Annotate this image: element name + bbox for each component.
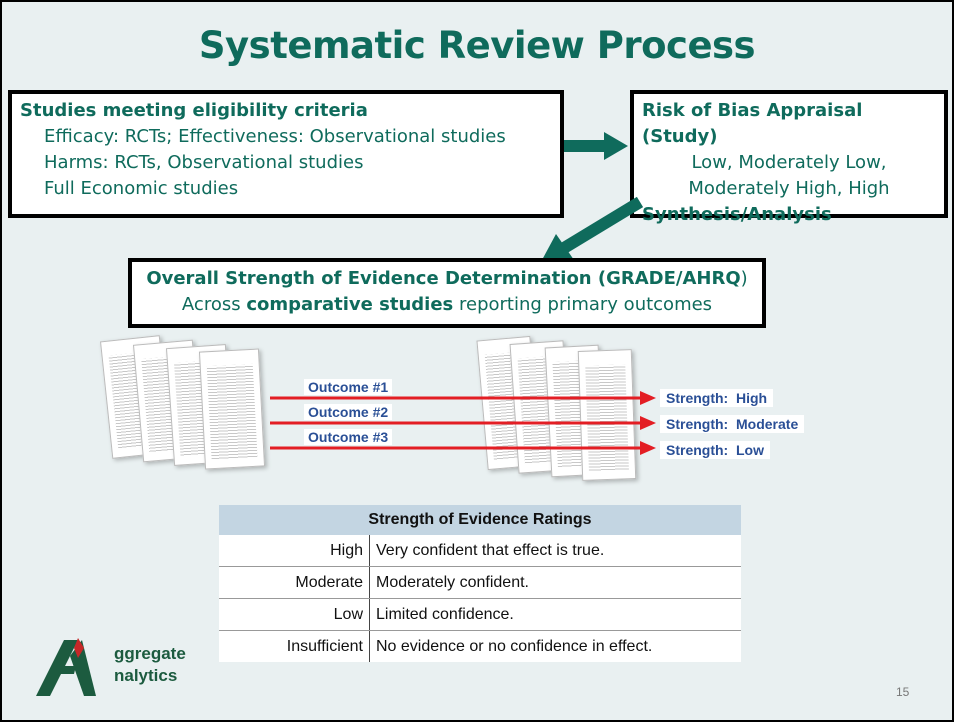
rating-description: No evidence or no confidence in effect. xyxy=(369,630,741,662)
logo-a-icon xyxy=(36,638,96,696)
outcome-label: Outcome #3 xyxy=(304,429,393,445)
grade-heading: Overall Strength of Evidence Determinati… xyxy=(146,268,741,289)
table-row: Insufficient No evidence or no confidenc… xyxy=(219,630,741,662)
logo-text-line: ggregate xyxy=(114,644,186,663)
eligibility-box: Studies meeting eligibility criteria Eff… xyxy=(8,90,564,218)
risk-of-bias-heading: Risk of Bias Appraisal (Study) xyxy=(642,100,863,147)
synthesis-label: Synthesis/Analysis xyxy=(642,204,832,225)
page-number: 15 xyxy=(896,685,910,699)
ratings-table: Strength of Evidence Ratings High Very c… xyxy=(219,505,741,662)
rating-description: Very confident that effect is true. xyxy=(369,535,741,567)
grade-line-start: Across xyxy=(181,294,247,315)
strength-label: Strength: High xyxy=(660,389,774,407)
grade-heading-close: ) xyxy=(740,268,748,289)
rating-description: Limited confidence. xyxy=(369,598,741,631)
grade-box: Overall Strength of Evidence Determinati… xyxy=(128,258,766,328)
table-row: High Very confident that effect is true. xyxy=(219,535,741,567)
risk-of-bias-line: Low, Moderately Low, xyxy=(691,152,887,173)
table-title: Strength of Evidence Ratings xyxy=(219,505,741,535)
grade-line-bold: comparative studies xyxy=(246,294,454,315)
logo: ggregate nalytics xyxy=(34,636,186,698)
eligibility-line: Harms: RCTs, Observational studies xyxy=(44,152,364,173)
logo-text-line: nalytics xyxy=(114,666,178,685)
rating-level: Moderate xyxy=(219,566,370,599)
table-header-row: Strength of Evidence Ratings xyxy=(219,505,741,535)
table-row: Moderate Moderately confident. xyxy=(219,566,741,599)
risk-of-bias-box: Risk of Bias Appraisal (Study) Low, Mode… xyxy=(630,90,948,225)
eligibility-heading: Studies meeting eligibility criteria xyxy=(20,100,368,121)
outcome-label: Outcome #1 xyxy=(304,379,393,395)
document-icon xyxy=(198,348,266,470)
page-title: Systematic Review Process xyxy=(198,24,756,67)
grade-line-end: reporting primary outcomes xyxy=(453,294,713,315)
eligibility-line: Full Economic studies xyxy=(44,178,239,199)
document-icon xyxy=(577,349,637,481)
rating-level: Insufficient xyxy=(219,630,370,662)
risk-of-bias-line: Moderately High, High xyxy=(688,178,890,199)
rating-level: High xyxy=(219,535,370,567)
arrow-right-icon xyxy=(564,132,628,160)
table-row: Low Limited confidence. xyxy=(219,598,741,631)
strength-label: Strength: Moderate xyxy=(660,415,805,433)
rating-description: Moderately confident. xyxy=(369,566,741,599)
rating-level: Low xyxy=(219,598,370,631)
outcome-label: Outcome #2 xyxy=(304,404,393,420)
strength-label: Strength: Low xyxy=(660,441,770,459)
eligibility-line: Efficacy: RCTs; Effectiveness: Observati… xyxy=(44,126,506,147)
